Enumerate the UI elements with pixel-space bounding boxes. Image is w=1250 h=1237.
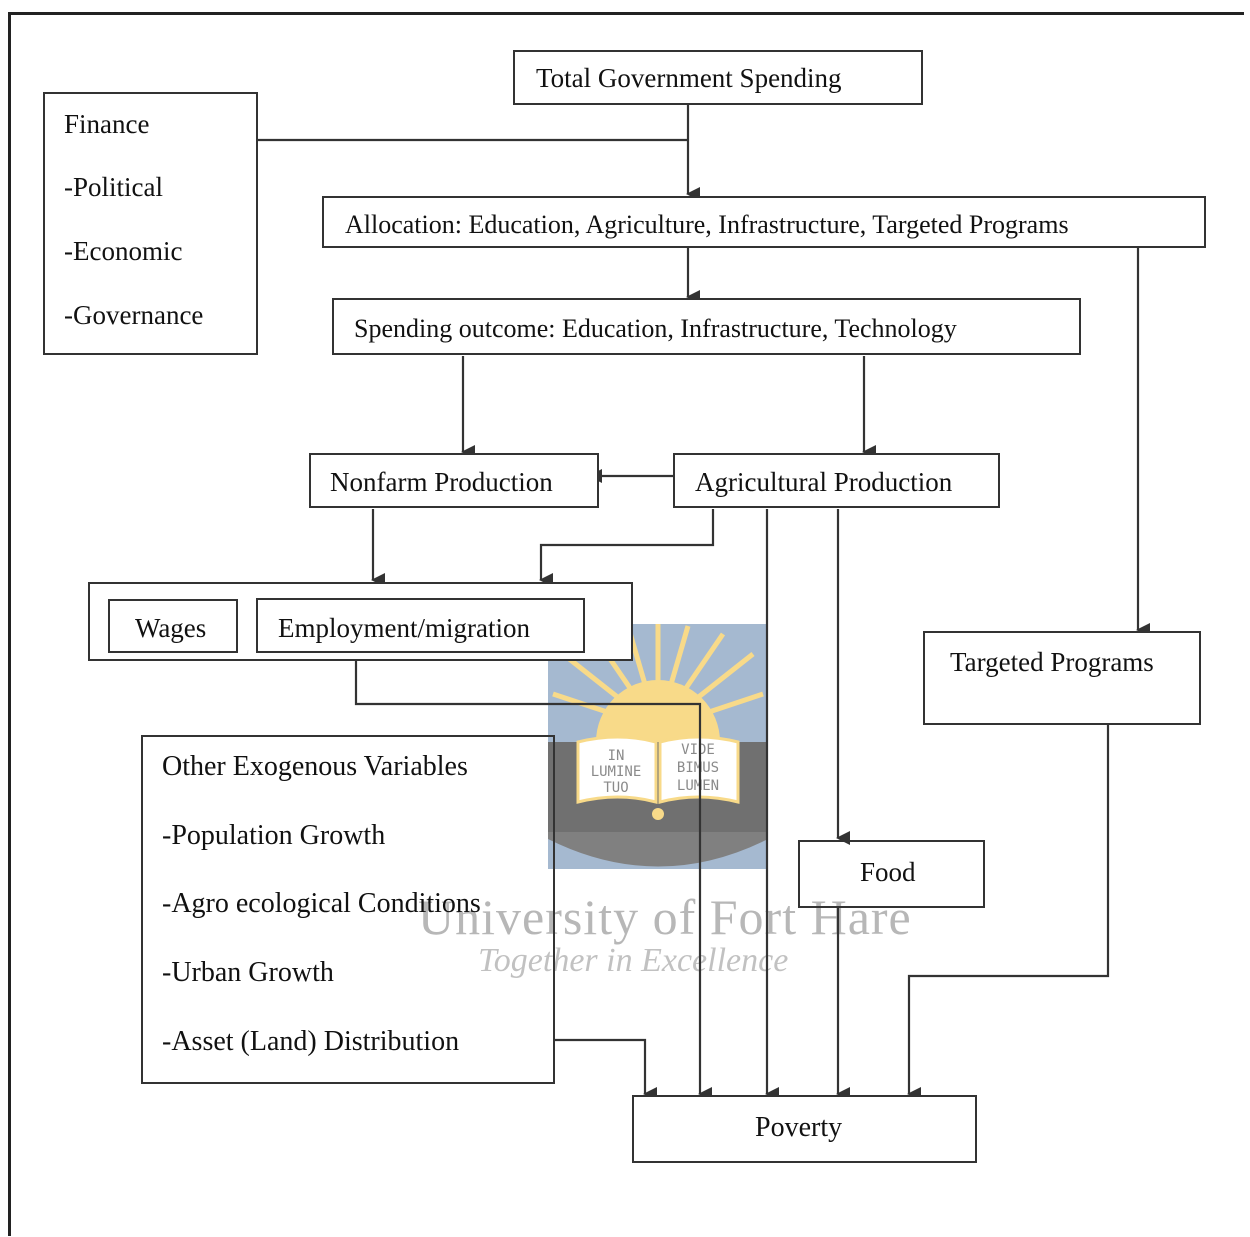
exogenous-title: Other Exogenous Variables — [162, 751, 468, 782]
exogenous-item-population: -Population Growth — [162, 820, 386, 851]
food-label: Food — [860, 857, 916, 887]
exogenous-item-land: -Asset (Land) Distribution — [162, 1026, 460, 1057]
seal-base — [548, 832, 768, 867]
finance-item-governance: -Governance — [64, 300, 204, 330]
arrow-agricultural-to-labour — [539, 509, 715, 587]
book-right-line-3: LUMEN — [677, 778, 719, 794]
allocation-label: Allocation: Education, Agriculture, Infr… — [345, 210, 1069, 239]
exogenous-item-agro-ecological: -Agro ecological Conditions — [162, 888, 481, 919]
finance-item-political: -Political — [64, 172, 163, 202]
allocation-box: Allocation: Education, Agriculture, Infr… — [322, 196, 1206, 248]
agricultural-production-box: Agricultural Production — [673, 453, 1000, 508]
spending-outcome-box: Spending outcome: Education, Infrastruct… — [332, 298, 1081, 355]
book-left-line-2: LUMINE — [591, 764, 642, 780]
watermark-institution: University of Fort Hare — [418, 889, 912, 945]
targeted-programs-label: Targeted Programs — [950, 647, 1154, 677]
total-spending-label: Total Government Spending — [536, 63, 842, 93]
watermark-motto: Together in Excellence — [478, 942, 789, 979]
employment-migration-box: Employment/migration — [256, 598, 585, 653]
finance-item-economic: -Economic — [64, 236, 183, 266]
wages-box: Wages — [108, 599, 238, 653]
employment-migration-label: Employment/migration — [278, 613, 530, 643]
arrow-exogenous-to-poverty — [555, 1038, 657, 1101]
university-seal-watermark: IN LUMINE TUO VIDE BIMUS LUMEN — [548, 624, 768, 869]
book-right-line-2: BIMUS — [677, 760, 719, 776]
arrow-targeted-to-poverty — [907, 724, 1110, 1101]
nonfarm-production-box: Nonfarm Production — [309, 453, 599, 508]
finance-title: Finance — [64, 109, 150, 139]
targeted-programs-box: Targeted Programs — [923, 631, 1201, 725]
book-left-line-3: TUO — [603, 780, 628, 796]
page-frame — [8, 12, 1244, 1236]
poverty-label: Poverty — [755, 1112, 843, 1143]
wages-label: Wages — [135, 613, 207, 643]
poverty-box: Poverty — [632, 1095, 977, 1163]
food-box: Food — [798, 840, 985, 908]
book-right-line-1: VIDE — [681, 742, 715, 758]
exogenous-item-urban: -Urban Growth — [162, 957, 334, 988]
arrow-employment-to-poverty — [354, 653, 712, 1101]
agricultural-production-label: Agricultural Production — [695, 467, 953, 497]
total-spending-box: Total Government Spending — [513, 50, 923, 105]
spending-outcome-label: Spending outcome: Education, Infrastruct… — [354, 314, 957, 343]
exogenous-variables-box: Other Exogenous Variables -Population Gr… — [141, 735, 555, 1084]
finance-factors-box: Finance -Political -Economic -Governance — [43, 92, 258, 355]
nonfarm-production-label: Nonfarm Production — [330, 467, 553, 497]
book-left-line-1: IN — [608, 748, 625, 764]
